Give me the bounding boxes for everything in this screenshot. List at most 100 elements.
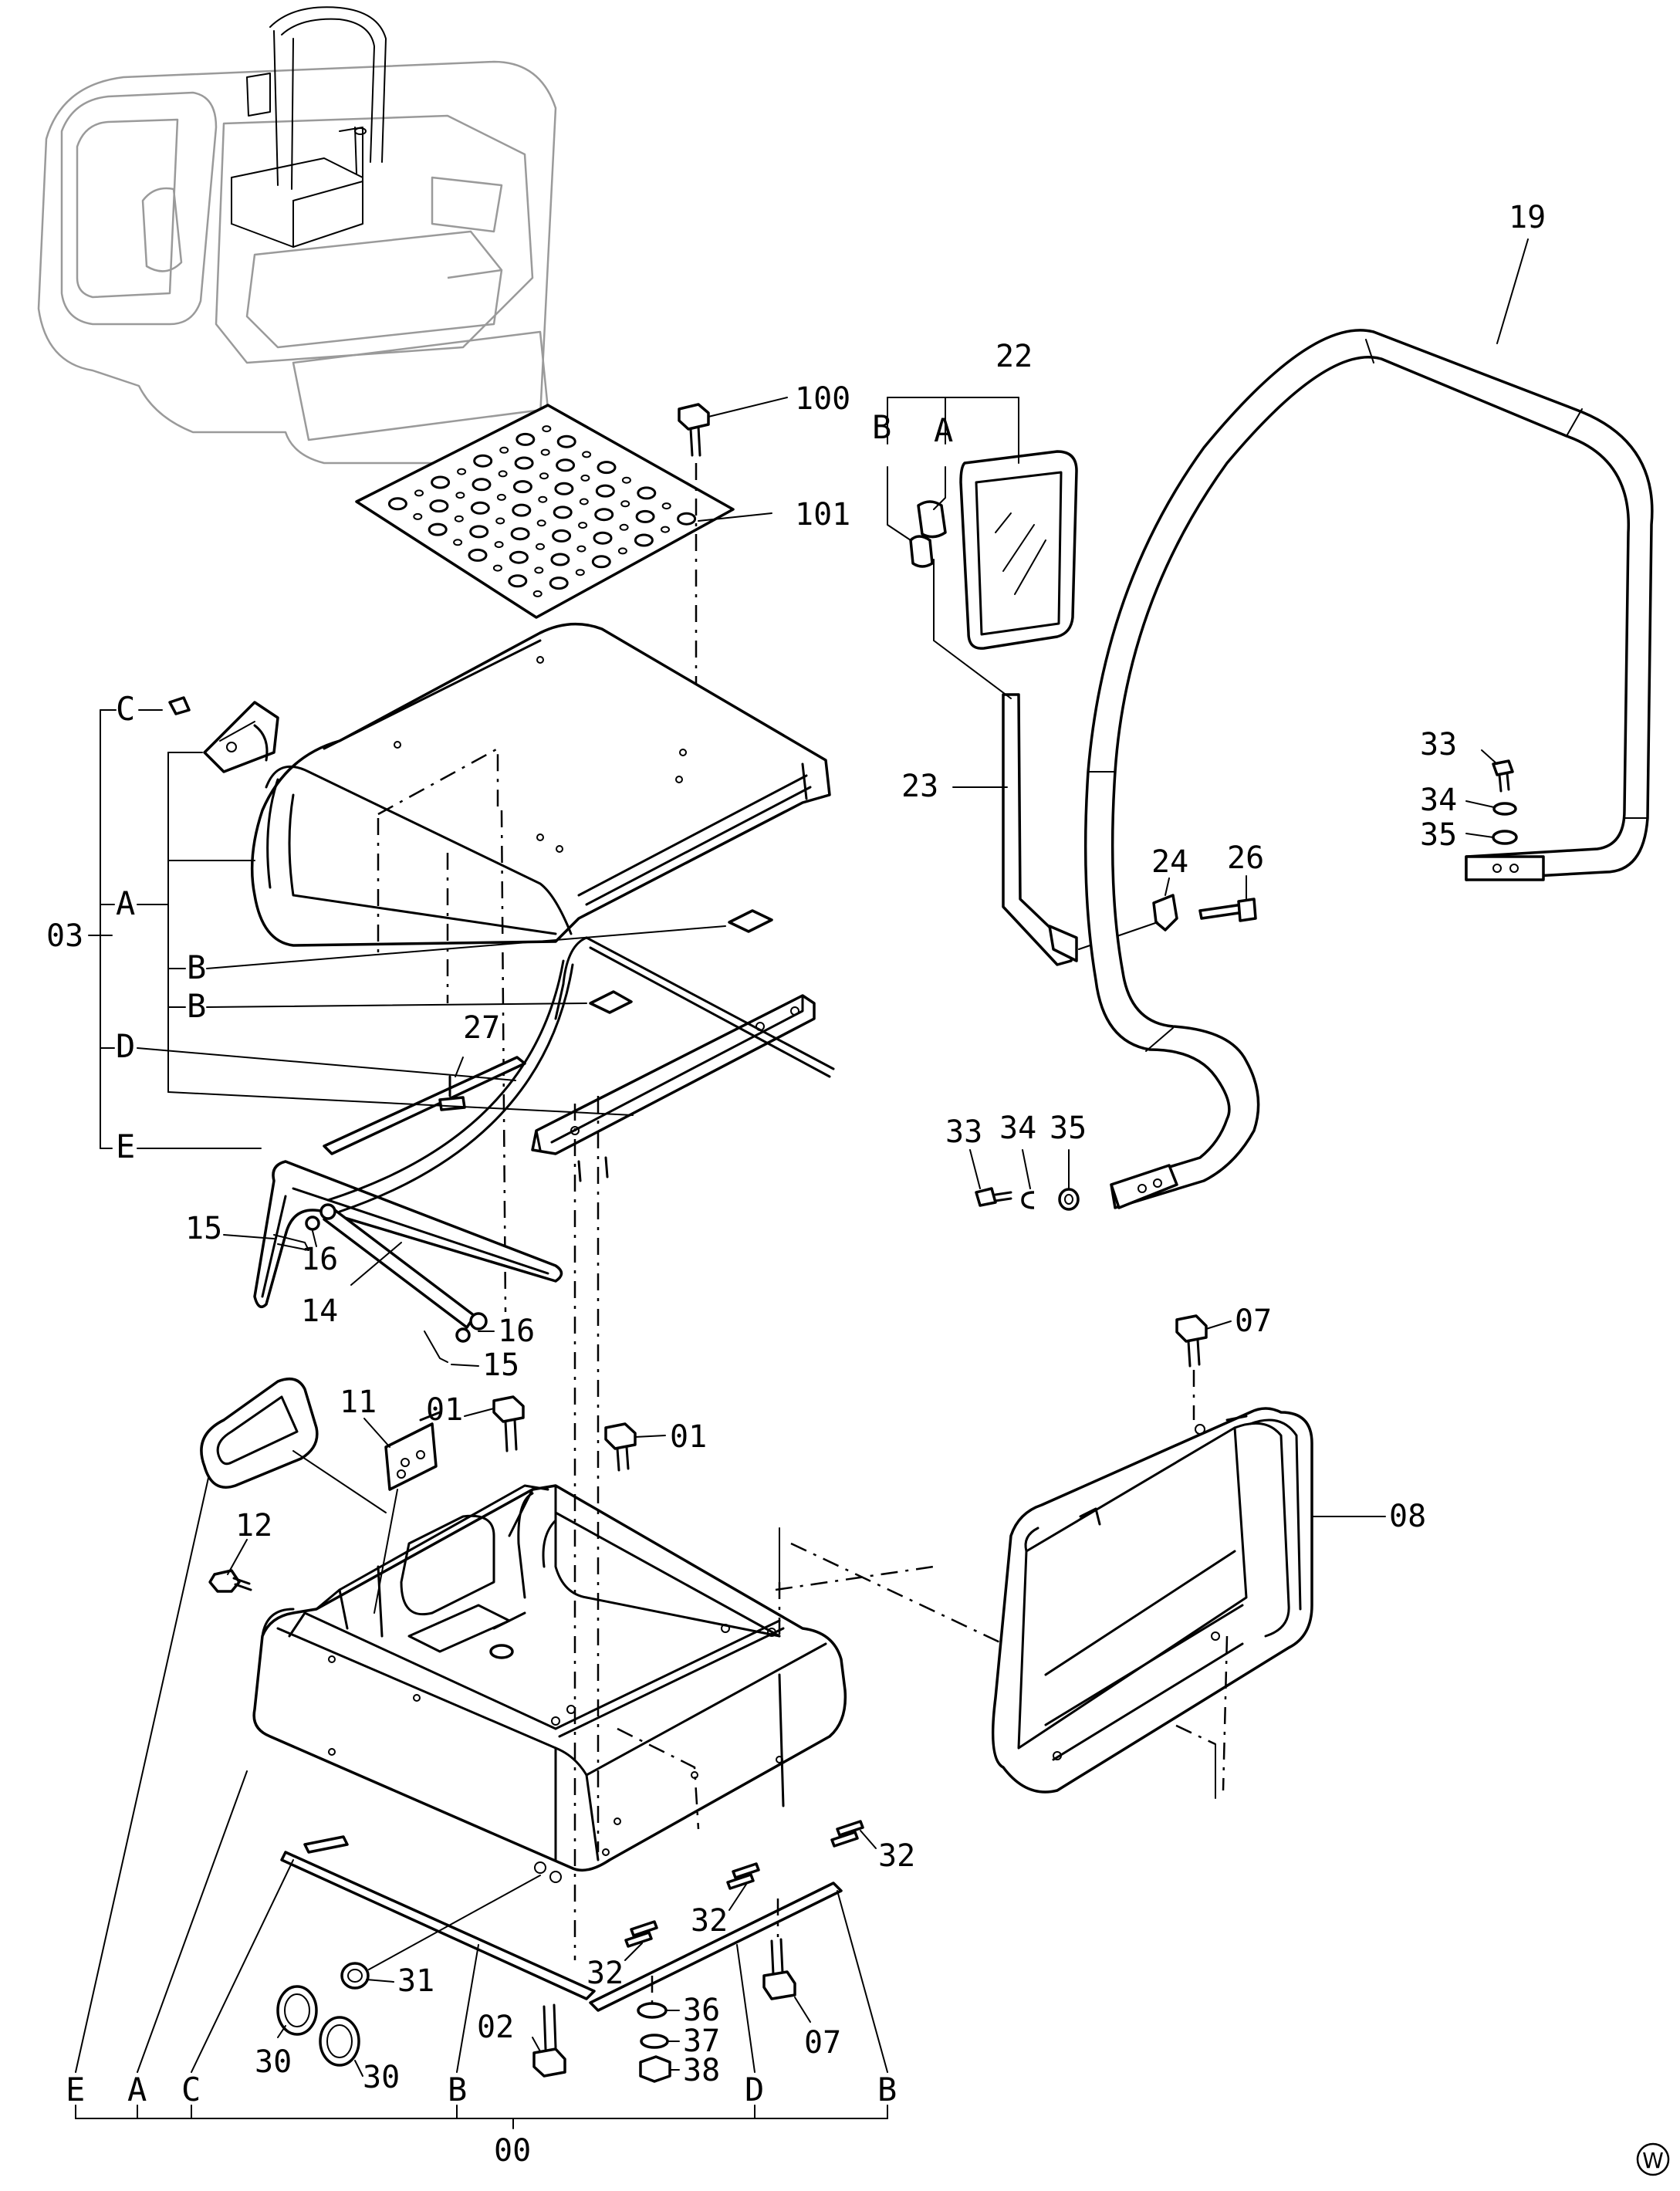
callout-36: 36: [683, 1993, 720, 2028]
main-box: [200, 1096, 1216, 2083]
callout-15-a: 15: [185, 1211, 222, 1246]
callout-23: 23: [901, 769, 938, 804]
plate-hole: [619, 523, 629, 531]
callout-34-lower: 34: [999, 1111, 1036, 1146]
plate-hole: [454, 515, 464, 522]
plate-hole: [635, 509, 655, 523]
plate-hole: [582, 451, 592, 458]
callout-26: 26: [1227, 840, 1264, 876]
bottom-label-C: C: [181, 2071, 201, 2108]
assembly-label: 00: [494, 2133, 531, 2169]
callout-A-mirror: A: [934, 411, 953, 449]
plate-hole: [540, 448, 550, 456]
callout-01-b: 01: [670, 1419, 707, 1455]
callout-15-b: 15: [482, 1347, 519, 1383]
plate-hole: [579, 498, 589, 505]
callout-31: 31: [397, 1963, 434, 1999]
plate-hole: [457, 468, 467, 475]
plate-hole: [661, 526, 670, 533]
plate-hole: [580, 474, 590, 482]
callout-16-a: 16: [301, 1242, 338, 1277]
plate-hole: [542, 425, 552, 433]
plate-hole: [473, 454, 493, 468]
machine-overview: [37, 6, 557, 465]
callout-30-b: 30: [363, 2060, 400, 2095]
plate-hole: [428, 522, 448, 536]
plate-hole: [512, 480, 532, 494]
plate-hole: [532, 590, 543, 597]
plate-hole: [595, 484, 615, 498]
callout-03: 03: [46, 918, 83, 954]
callout-14: 14: [301, 1293, 338, 1329]
plate-hole: [494, 541, 504, 549]
side-cover: [991, 1314, 1313, 1794]
plate-hole: [550, 553, 570, 566]
callout-32-left: 32: [586, 1956, 624, 1991]
plate-hole: [429, 499, 449, 513]
bottom-label-D: D: [745, 2071, 764, 2108]
plate-hole: [492, 564, 502, 572]
plate-hole: [455, 492, 465, 499]
callout-37: 37: [683, 2024, 720, 2059]
callout-01-a: 01: [426, 1392, 463, 1428]
callout-07-upper: 07: [1235, 1303, 1272, 1339]
plate-hole: [512, 503, 532, 517]
plate-hole: [554, 482, 574, 495]
plate-hole: [556, 434, 576, 448]
callout-A-lid: A: [116, 884, 135, 922]
plate-hole: [677, 512, 697, 526]
plate-hole: [413, 512, 423, 520]
callout-B-lid-2: B: [187, 987, 206, 1025]
plate-hole: [498, 470, 508, 478]
corner-mark: W: [1642, 2148, 1664, 2173]
callout-101: 101: [795, 497, 850, 533]
plate-hole: [591, 555, 611, 569]
callout-34-upper: 34: [1420, 783, 1457, 818]
plate-hole: [453, 539, 463, 546]
plate-hole: [637, 486, 657, 500]
callout-E-lid: E: [116, 1128, 135, 1165]
plate-hole: [510, 527, 530, 541]
callout-labels: 100 101 22 19 B A 23 24 26 33 34 35 33 3…: [46, 200, 1670, 2176]
plate-hole: [549, 576, 569, 590]
plate-hole: [472, 478, 492, 492]
bottom-label-B-1: B: [448, 2071, 467, 2108]
plate-hole: [387, 497, 407, 511]
callout-19: 19: [1509, 200, 1546, 235]
callout-07-lower: 07: [804, 2025, 841, 2061]
plate-hole: [552, 529, 572, 543]
callout-D-lid: D: [116, 1027, 135, 1065]
plate-hole: [661, 502, 671, 510]
callout-35-upper: 35: [1420, 817, 1457, 853]
callout-C-lid: C: [116, 690, 135, 728]
plate-hole: [553, 505, 573, 519]
plate-hole: [499, 446, 509, 454]
plate-hole: [556, 458, 576, 472]
callout-32-right: 32: [878, 1838, 915, 1874]
plate-hole: [508, 574, 528, 588]
corner-mark-circle: [1636, 2142, 1670, 2176]
callout-12: 12: [235, 1508, 272, 1544]
plate-hole: [468, 548, 488, 562]
plate-hole: [495, 517, 505, 525]
callout-08: 08: [1389, 1499, 1426, 1534]
callout-30-a: 30: [255, 2044, 292, 2080]
callout-11: 11: [340, 1385, 377, 1420]
plate-hole: [536, 543, 545, 550]
callout-22: 22: [995, 339, 1033, 374]
plate-hole: [496, 493, 506, 501]
plate-hole: [621, 476, 631, 484]
callout-27: 27: [463, 1010, 500, 1046]
leader-lines: [75, 238, 1529, 2129]
bottom-label-A: A: [127, 2071, 147, 2108]
lid-assembly: [168, 622, 835, 1363]
plate-hole: [539, 472, 549, 480]
callout-33-upper: 33: [1420, 727, 1457, 762]
plate-hole: [594, 508, 614, 522]
plate-hole: [469, 525, 489, 539]
plate-hole: [578, 522, 588, 529]
handrail: [1083, 329, 1654, 1209]
mirror-assembly: [909, 450, 1257, 966]
bottom-label-E: E: [66, 2071, 85, 2108]
